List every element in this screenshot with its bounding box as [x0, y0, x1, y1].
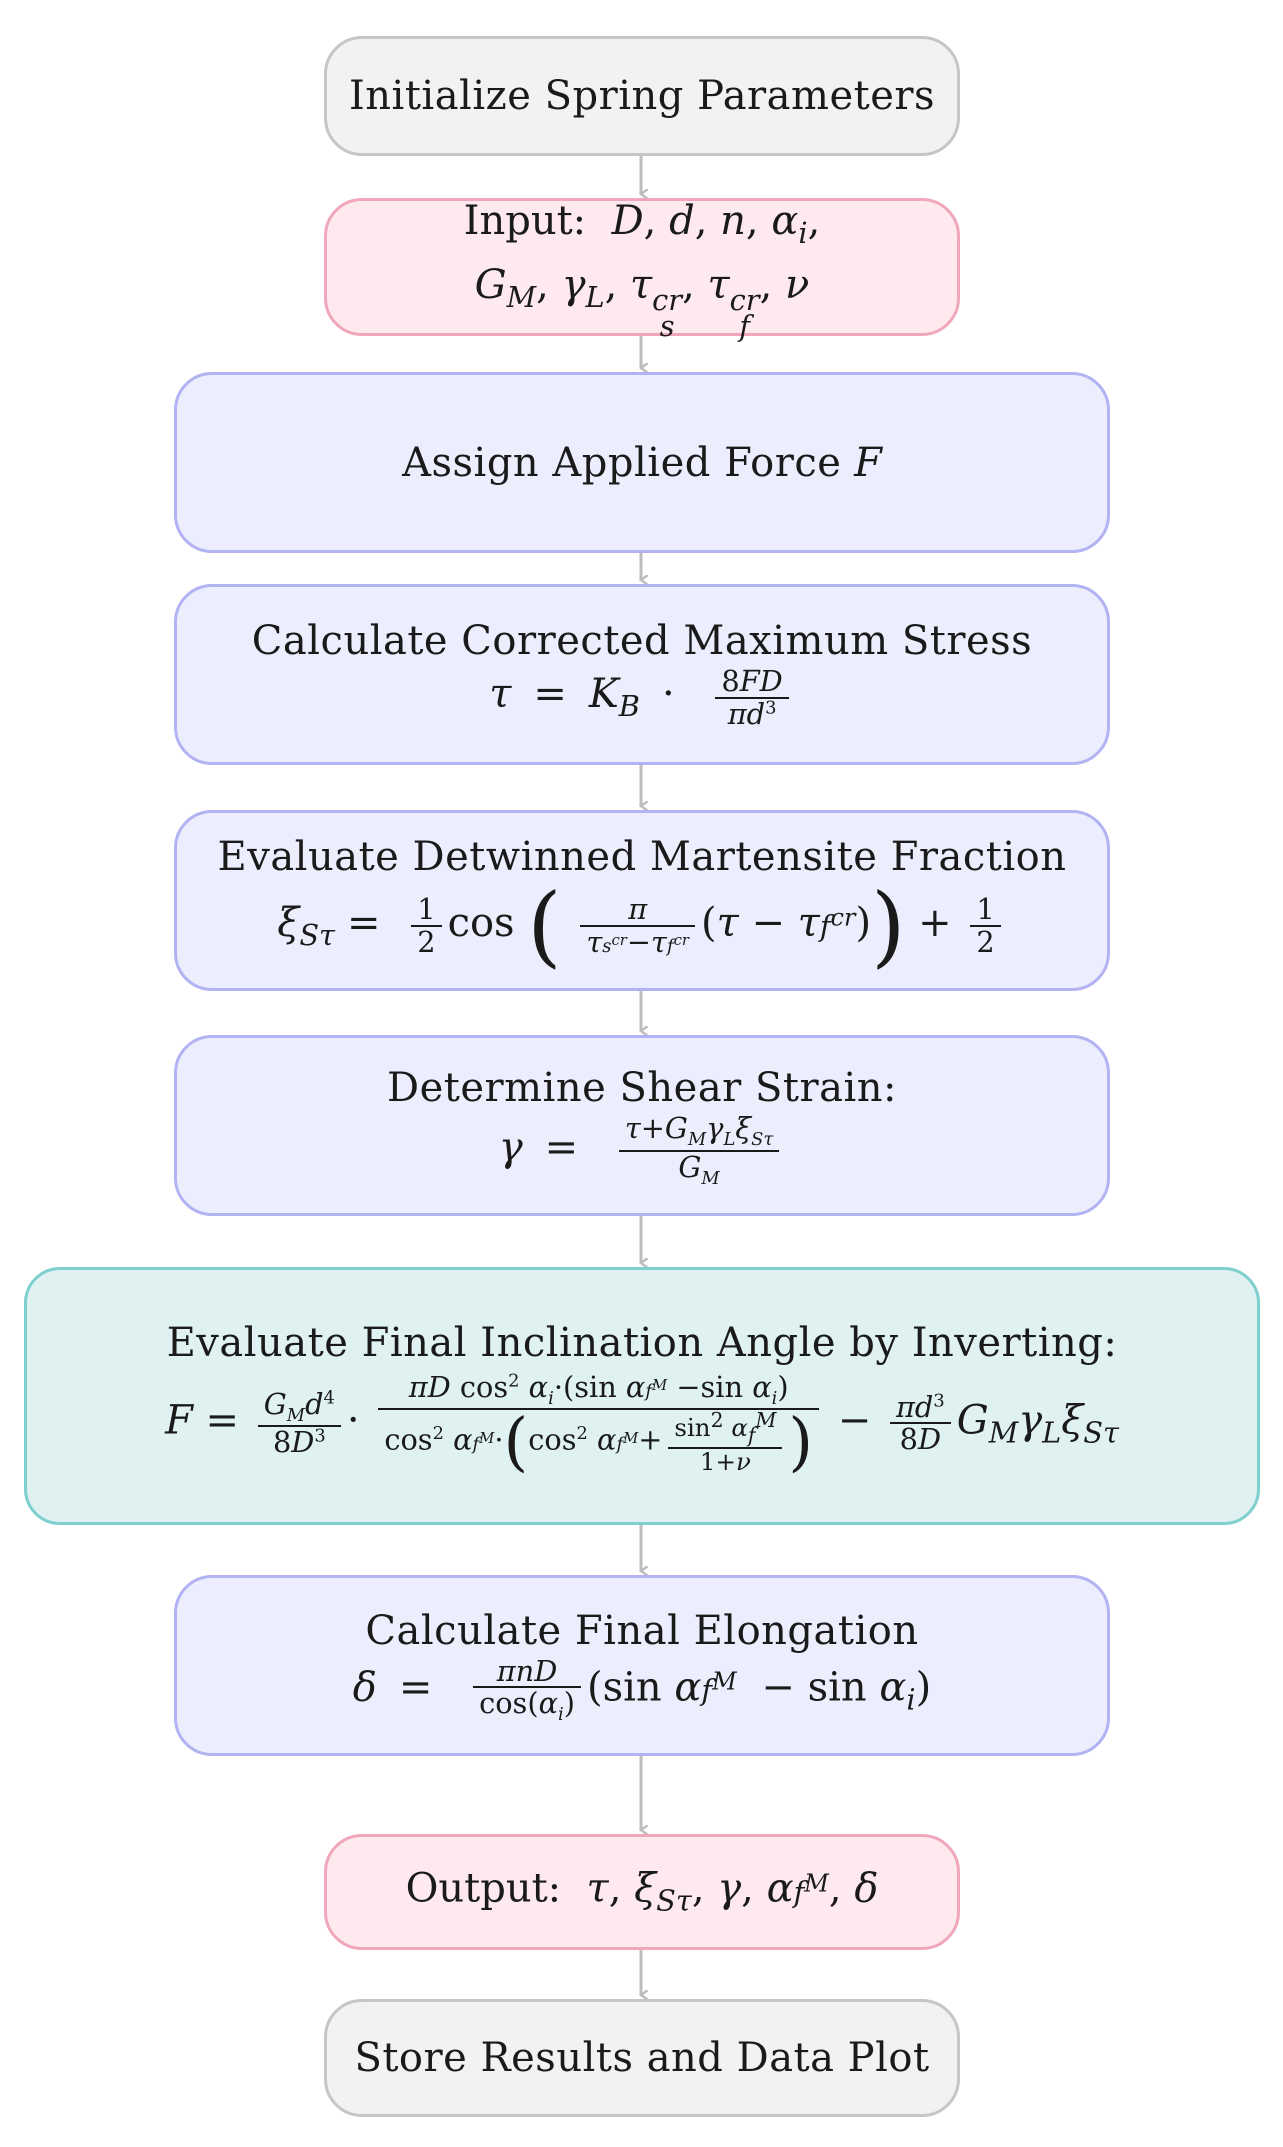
angle-label: Evaluate Final Inclination Angle by Inve…	[166, 1319, 1118, 1366]
force-formula: Assign Applied Force F	[402, 439, 882, 486]
node-output: Output: τ, ξSτ, γ, αfM, δ	[324, 1834, 960, 1950]
stress-label: Calculate Corrected Maximum Stress	[251, 618, 1033, 665]
strain-label: Determine Shear Strain:	[387, 1065, 897, 1111]
output-formula: Output: τ, ξSτ, γ, αfM, δ	[405, 1865, 879, 1918]
node-inclination-angle: Evaluate Final Inclination Angle by Inve…	[24, 1267, 1260, 1525]
input-label: Input:	[463, 197, 587, 244]
output-label: Output:	[405, 1865, 562, 1912]
node-store-results: Store Results and Data Plot	[324, 1999, 960, 2117]
node-initialize-label: Initialize Spring Parameters	[348, 73, 936, 119]
node-assign-force: Assign Applied Force F	[174, 372, 1110, 553]
fraction-label: Evaluate Detwinned Martensite Fraction	[217, 833, 1067, 880]
node-martensite-fraction: Evaluate Detwinned Martensite Fraction ξ…	[174, 810, 1110, 991]
force-label: Assign Applied Force	[402, 439, 842, 486]
node-max-stress: Calculate Corrected Maximum Stress τ=KB·…	[174, 584, 1110, 765]
node-initialize: Initialize Spring Parameters	[324, 36, 960, 156]
input-formula-line1: Input: D, d, n, αi,	[463, 197, 821, 250]
store-label: Store Results and Data Plot	[354, 2035, 930, 2081]
elong-label: Calculate Final Elongation	[365, 1607, 919, 1654]
